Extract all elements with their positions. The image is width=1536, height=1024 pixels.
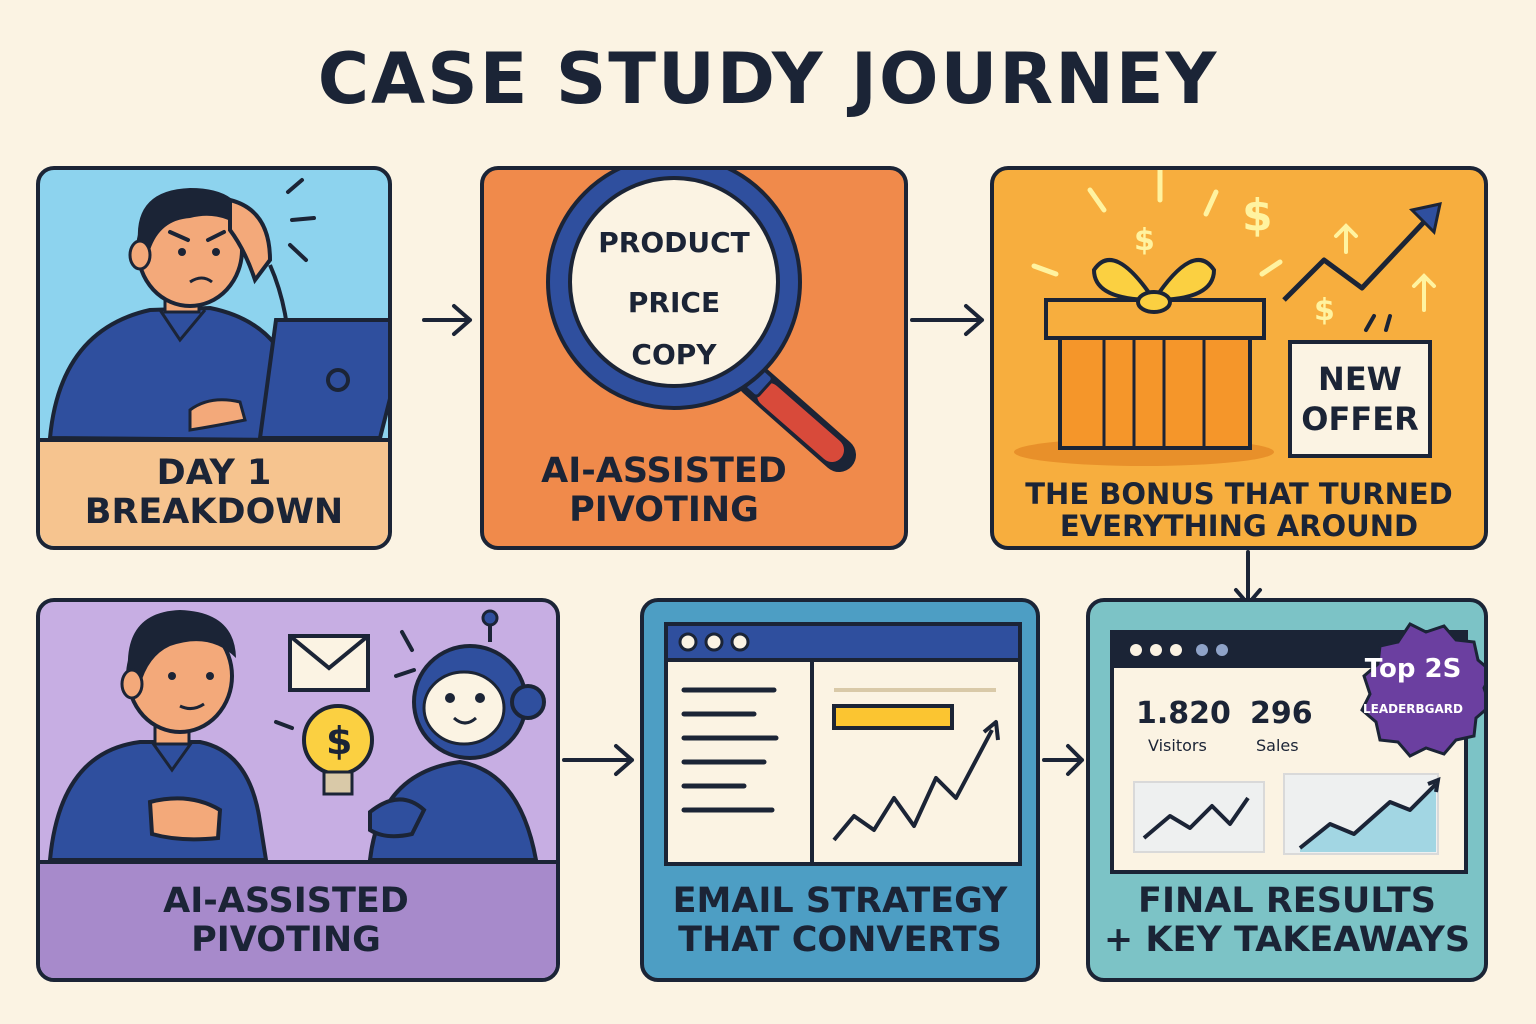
- arrow-right-icon: [562, 744, 634, 776]
- arrow-right-icon: [910, 304, 984, 336]
- panel-caption: AI-ASSISTED PIVOTING: [163, 881, 409, 961]
- panel-caption: FINAL RESULTS + KEY TAKEAWAYS: [1103, 881, 1471, 961]
- panel-bonus: $ $ $ NEW OFFER THE BONUS: [990, 166, 1488, 550]
- panel-caption: THE BONUS THAT TURNED EVERYTHING AROUND: [1025, 477, 1453, 544]
- caption-band: [40, 860, 556, 978]
- person-icon: [47, 610, 269, 862]
- browser-window-icon: [664, 622, 1022, 866]
- stat-label-sales: Sales: [1256, 736, 1299, 755]
- stat-value-visitors: 1.820: [1136, 696, 1231, 731]
- lens-word-price: PRICE: [627, 286, 721, 319]
- lens-word-copy: COPY: [631, 338, 717, 371]
- robot-icon: [367, 609, 546, 862]
- lightbulb-dollar-icon: $: [302, 704, 374, 796]
- panel-caption: EMAIL STRATEGY THAT CONVERTS: [672, 881, 1008, 961]
- arrow-right-icon: [1042, 744, 1084, 776]
- panel-ai-assisted-pivoting-2: $ AI-ASSISTED PIVOTING: [36, 598, 560, 982]
- panel-final-results: 1.820 Visitors 296 Sales Top 2S LEADERBG…: [1086, 598, 1488, 982]
- sign-line-offer: OFFER: [1301, 400, 1419, 438]
- badge-line-leaderboard: LEADERBGARD: [1362, 702, 1463, 716]
- lens-word-product: PRODUCT: [598, 226, 750, 259]
- gift-box-icon: [1014, 258, 1274, 466]
- svg-text:$: $: [1242, 190, 1273, 241]
- arrow-right-icon: [422, 304, 472, 336]
- badge-icon: [1360, 622, 1484, 758]
- panel-caption: AI-ASSISTED PIVOTING: [541, 451, 787, 531]
- panel-ai-assisted-pivoting: PRODUCT PRICE COPY AI-ASSISTED PIVOTING: [480, 166, 908, 550]
- svg-text:$: $: [326, 719, 352, 763]
- stat-value-sales: 296: [1250, 696, 1313, 731]
- panel-email-strategy: EMAIL STRATEGY THAT CONVERTS: [640, 598, 1040, 982]
- panel-day1-breakdown: DAY 1 BREAKDOWN: [36, 166, 392, 550]
- stressed-person-icon: [47, 178, 316, 443]
- line-chart-icon: [832, 720, 1000, 842]
- page-title: CASE STUDY JOURNEY: [317, 38, 1219, 120]
- dollar-sign-icon: $ $ $: [1134, 190, 1335, 328]
- svg-text:$: $: [1314, 293, 1335, 328]
- envelope-icon: [288, 634, 370, 692]
- trend-up-arrow-icon: [1282, 202, 1442, 312]
- stat-label-visitors: Visitors: [1148, 736, 1207, 755]
- svg-text:$: $: [1134, 223, 1155, 258]
- sign-line-new: NEW: [1318, 360, 1402, 398]
- magnifying-glass-icon: [546, 170, 856, 472]
- badge-line-top: Top 2S: [1364, 654, 1462, 684]
- new-offer-sign: [1288, 314, 1432, 458]
- caption-band: [40, 438, 388, 546]
- panel-caption: DAY 1 BREAKDOWN: [84, 453, 344, 533]
